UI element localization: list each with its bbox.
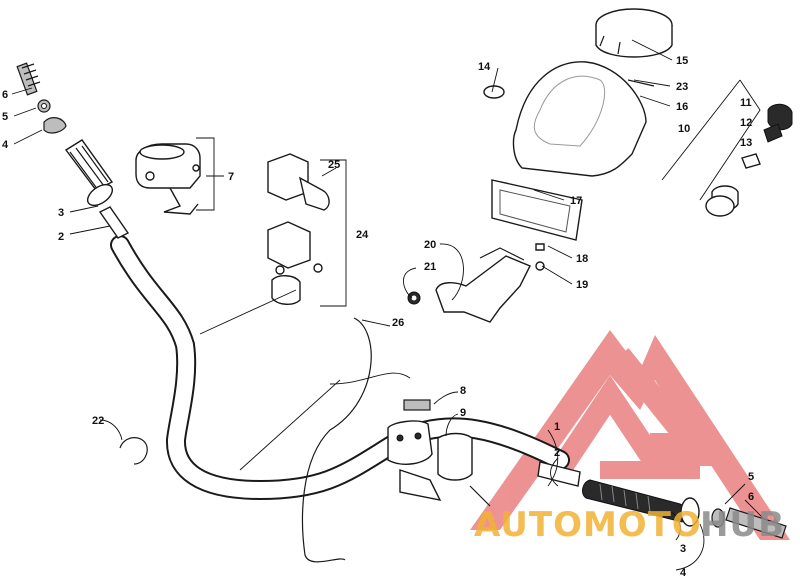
callout-17: 17 <box>570 195 582 207</box>
callout-6-left: 6 <box>2 89 8 101</box>
leader-lines <box>11 39 766 571</box>
watermark-hub: HUB <box>700 505 785 545</box>
callout-22: 22 <box>92 415 104 427</box>
callout-2-right: 2 <box>554 447 560 459</box>
left-grip-assembly <box>16 62 130 239</box>
throttle-cable <box>301 317 372 563</box>
callout-16: 16 <box>676 101 688 113</box>
callout-12: 12 <box>740 117 752 129</box>
watermark-automoto: AUTOMOTO <box>474 505 702 545</box>
mounting-bracket <box>407 243 545 323</box>
callout-23: 23 <box>676 81 688 93</box>
callout-6-right: 6 <box>748 491 754 503</box>
callout-1-right: 1 <box>554 421 560 433</box>
callout-3-right: 3 <box>680 543 686 555</box>
callout-11: 11 <box>740 97 752 109</box>
callout-25: 25 <box>328 159 340 171</box>
callout-8: 8 <box>460 385 466 397</box>
handlebar <box>110 235 570 501</box>
callout-10: 10 <box>678 123 690 135</box>
retaining-clip <box>119 437 148 465</box>
callout-26: 26 <box>392 317 404 329</box>
throttle-assembly <box>267 153 347 307</box>
callout-5-right: 5 <box>748 471 754 483</box>
brake-master-cylinder <box>135 137 215 215</box>
callout-4-left: 4 <box>2 139 9 151</box>
callout-9: 9 <box>460 407 466 419</box>
right-switch-housing <box>387 399 491 507</box>
watermark-text: AUTOMOTO HUB <box>474 505 785 545</box>
callout-18: 18 <box>576 253 588 265</box>
callout-labels: 6 5 4 3 2 7 25 24 14 15 23 16 10 11 12 1… <box>2 55 754 579</box>
callout-13: 13 <box>740 137 752 149</box>
callout-7: 7 <box>228 171 234 183</box>
callout-19: 19 <box>576 279 588 291</box>
callout-5-left: 5 <box>2 111 8 123</box>
callout-3-left: 3 <box>58 207 64 219</box>
callout-15: 15 <box>676 55 688 67</box>
callout-14: 14 <box>478 61 491 73</box>
callout-20: 20 <box>424 239 436 251</box>
callout-21: 21 <box>424 261 436 273</box>
callout-2-left: 2 <box>58 231 64 243</box>
callout-4-right: 4 <box>680 567 687 579</box>
callout-24: 24 <box>356 229 369 241</box>
ignition-switch-parts <box>661 79 793 217</box>
right-grip-assembly <box>537 461 787 539</box>
